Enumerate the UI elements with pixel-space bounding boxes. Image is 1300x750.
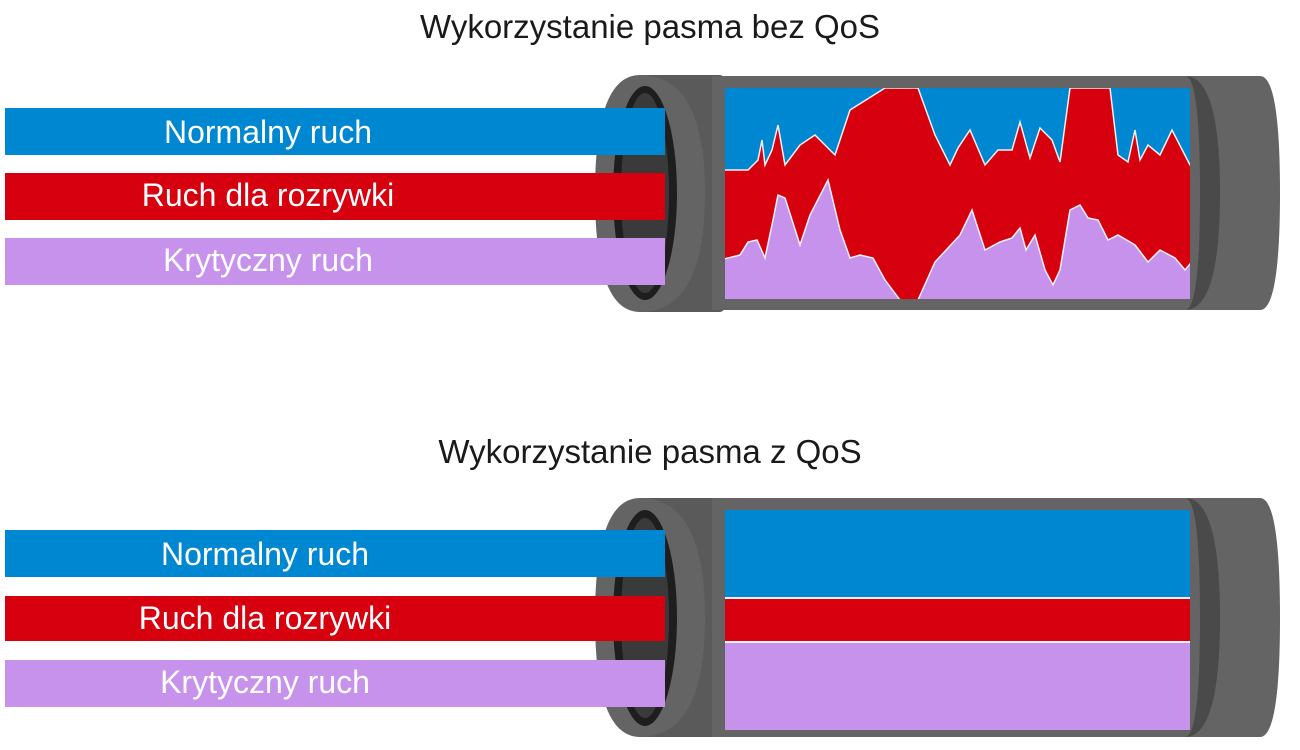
- diagram-with-qos: Wykorzystanie pasma z QoS Normalny ruch …: [0, 375, 1300, 750]
- pipe-right-section: [1185, 76, 1280, 310]
- band-entertainment-bar: [5, 596, 665, 641]
- traffic-normal-area: [725, 510, 1225, 597]
- traffic-critical-area: [725, 643, 1225, 730]
- diagram-title: Wykorzystanie pasma z QoS: [438, 433, 862, 470]
- band-normal-bar: [5, 108, 665, 155]
- traffic-entertainment-area: [725, 599, 1225, 641]
- band-critical-bar: [5, 660, 665, 707]
- band-entertainment: Ruch dla rozrywki: [5, 173, 665, 220]
- divider: [725, 597, 1225, 599]
- band-entertainment: Ruch dla rozrywki: [5, 596, 665, 641]
- band-critical: Krytyczny ruch: [5, 238, 665, 285]
- pipe-middle-section: [712, 498, 1225, 737]
- pipe-diagram: Normalny ruch Ruch dla rozrywki Krytyczn…: [5, 75, 1280, 312]
- band-entertainment-bar: [5, 173, 665, 220]
- band-critical-bar: [5, 238, 665, 285]
- band-normal: Normalny ruch: [5, 108, 665, 155]
- pipe-right-section: [1185, 498, 1280, 737]
- band-critical-label: Krytyczny ruch: [163, 242, 373, 278]
- traffic-critical-area: [725, 177, 1225, 299]
- diagram-without-qos: Wykorzystanie pasma bez QoS Normalny ruc…: [5, 8, 1280, 312]
- traffic-chaotic: [725, 88, 1225, 299]
- pipe-left-ring: [640, 75, 735, 312]
- band-normal-label: Normalny ruch: [164, 114, 372, 150]
- band-critical-label: Krytyczny ruch: [160, 664, 370, 700]
- divider: [725, 641, 1225, 643]
- pipe-left-ring: [640, 498, 735, 737]
- band-critical: Krytyczny ruch: [5, 660, 665, 707]
- pipe-middle-section: [712, 76, 1225, 310]
- band-entertainment-label: Ruch dla rozrywki: [142, 177, 395, 213]
- pipe-diagram: Normalny ruch Ruch dla rozrywki Krytyczn…: [5, 498, 1280, 737]
- band-entertainment-label: Ruch dla rozrywki: [139, 600, 392, 636]
- diagram-title: Wykorzystanie pasma bez QoS: [419, 8, 881, 45]
- traffic-prioritized: [725, 510, 1225, 730]
- band-normal: Normalny ruch: [5, 530, 665, 577]
- band-normal-bar: [5, 530, 665, 577]
- band-normal-label: Normalny ruch: [161, 536, 369, 572]
